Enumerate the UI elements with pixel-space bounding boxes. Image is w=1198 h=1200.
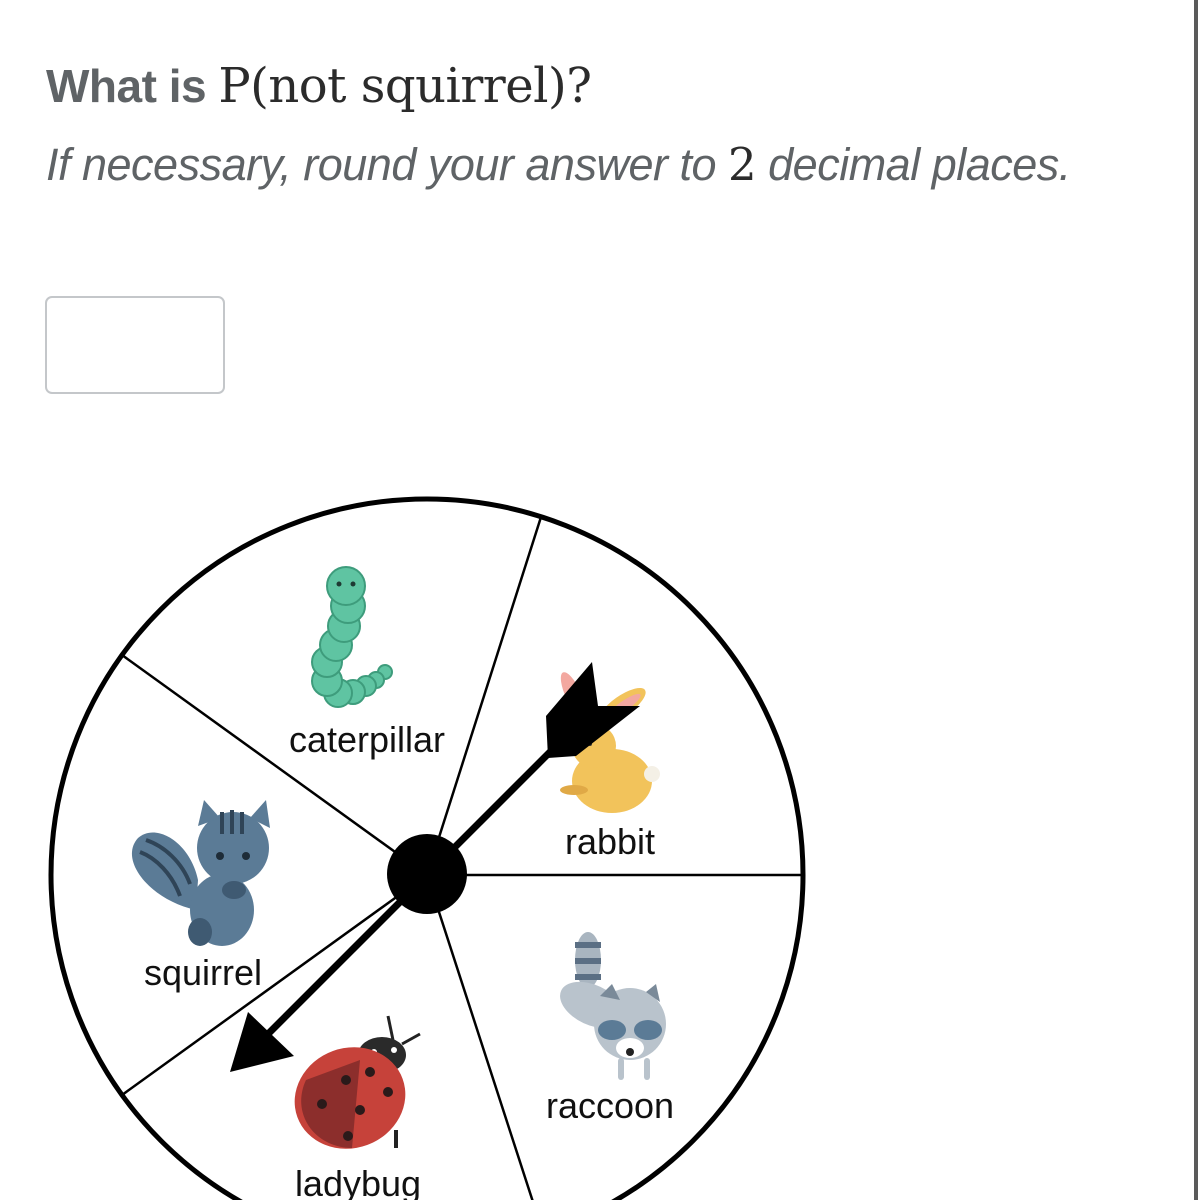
spinner-label-ladybug: ladybug [295, 1163, 421, 1200]
spinner-label-rabbit: rabbit [565, 821, 655, 862]
divider-line [121, 653, 428, 877]
instruction-number: 2 [728, 138, 757, 191]
answer-input[interactable] [45, 296, 225, 394]
arrow-head [230, 1012, 294, 1072]
divider-line [425, 516, 543, 876]
divider-line [425, 874, 534, 1200]
question-title: What is P(not squirrel)? [46, 58, 592, 114]
divider-line [121, 873, 428, 1097]
instruction-before: If necessary, round your answer to [46, 139, 728, 190]
spinner-dividers [121, 516, 803, 1200]
raccoon-icon [560, 932, 666, 1080]
rounding-instruction: If necessary, round your answer to 2 dec… [46, 138, 1071, 191]
squirrel-icon [131, 800, 270, 946]
spinner-label-caterpillar: caterpillar [289, 719, 445, 760]
arrow-tail [546, 662, 640, 758]
spinner-hub [387, 834, 467, 914]
caterpillar-icon [311, 566, 393, 708]
ladybug-icon [294, 1015, 421, 1149]
spinner-label-squirrel: squirrel [144, 952, 262, 993]
window-edge [1194, 0, 1198, 1200]
spinner-label-raccoon: raccoon [546, 1085, 674, 1126]
question-expression: P(not squirrel)? [218, 58, 592, 114]
instruction-after: decimal places. [756, 139, 1071, 190]
question-prefix: What is [46, 60, 219, 112]
